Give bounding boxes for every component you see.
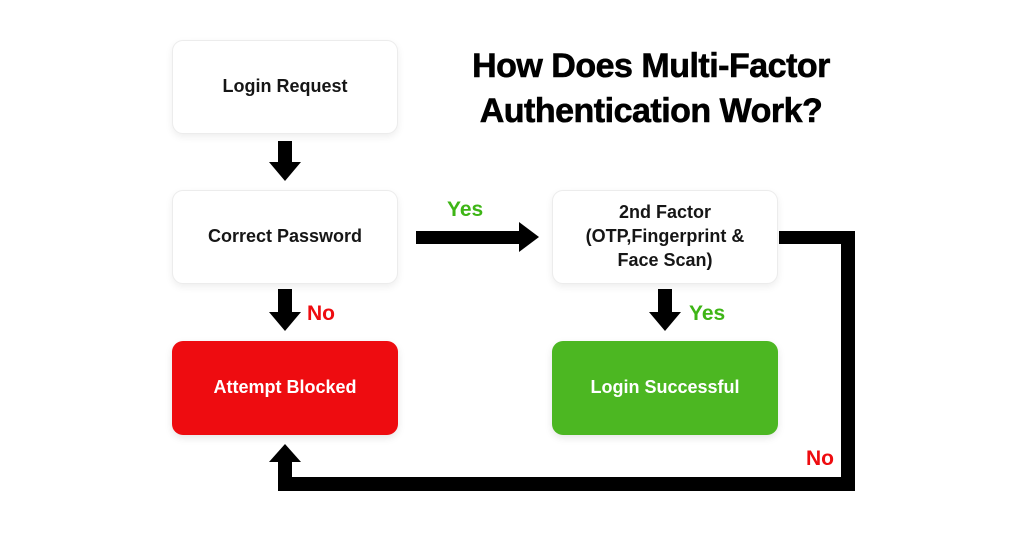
node-second-factor-label: 2nd Factor (OTP,Fingerprint & Face Scan) [585,202,745,270]
arrow-password-to-factor-head-icon [519,222,539,252]
node-login-request-label: Login Request [222,76,348,97]
edge-label-factor-yes: Yes [689,302,726,325]
arrow-factor-to-successful-head-icon [649,312,681,331]
loop-factor-to-blocked-right-segment [841,231,855,491]
loop-factor-to-blocked-top-segment [779,231,855,244]
edge-label-password-no: No [307,302,335,325]
page-title: How Does Multi-Factor Authentication Wor… [472,47,831,131]
node-correct-password: Correct Password [172,190,398,284]
edge-label-password-yes: Yes [447,198,484,221]
arrow-password-to-blocked-head-icon [269,312,301,331]
node-attempt-blocked-label: Attempt Blocked [213,377,357,398]
loop-factor-to-blocked-head-icon [269,444,301,462]
arrow-factor-to-successful-shaft [658,289,672,314]
edge-label-factor-no: No [806,447,834,470]
node-second-factor: 2nd Factor (OTP,Fingerprint & Face Scan) [552,190,778,284]
node-login-request: Login Request [172,40,398,134]
node-login-successful-label: Login Successful [590,377,740,398]
arrow-password-to-blocked-shaft [278,289,292,314]
node-login-successful: Login Successful [552,341,778,435]
arrow-login-to-password-head-icon [269,162,301,181]
loop-factor-to-blocked-bottom-segment [278,477,855,491]
node-attempt-blocked: Attempt Blocked [172,341,398,435]
node-correct-password-label: Correct Password [207,226,363,247]
arrow-password-to-factor-shaft [416,231,521,244]
arrow-login-to-password-shaft [278,141,292,164]
loop-factor-to-blocked-up-stub [278,461,292,479]
